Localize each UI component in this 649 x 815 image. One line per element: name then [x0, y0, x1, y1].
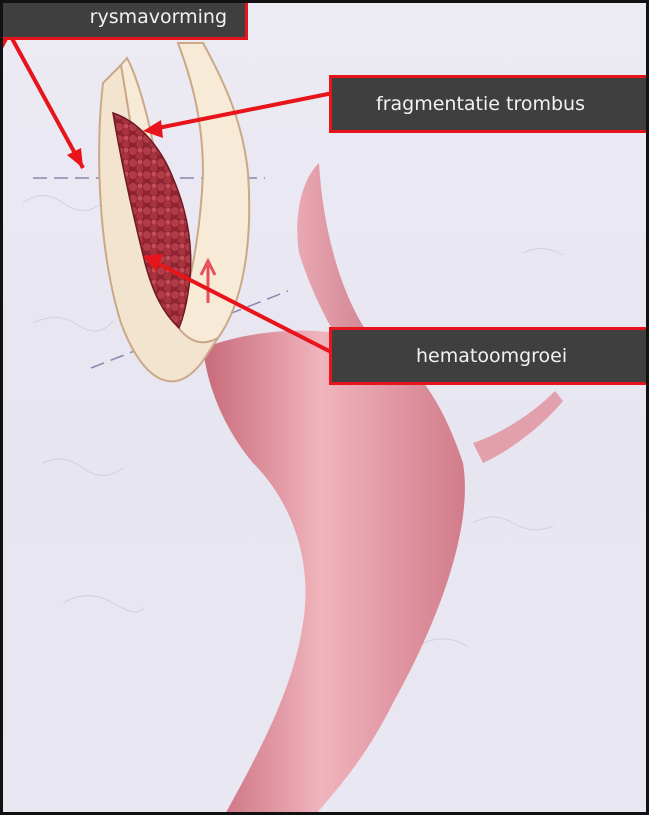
- label-hematoma-text: hematoomgroei: [416, 347, 567, 366]
- arrow-aneurysm-1: [9, 33, 83, 168]
- label-aneurysm: rysmavorming: [0, 0, 248, 40]
- label-fragmentation: fragmentatie trombus: [329, 75, 649, 133]
- label-fragmentation-text: fragmentatie trombus: [376, 95, 585, 114]
- label-hematoma: hematoomgroei: [329, 327, 649, 385]
- label-aneurysm-text: rysmavorming: [90, 8, 227, 27]
- main-vessel: [203, 331, 465, 815]
- small-branch: [473, 391, 563, 463]
- arrow-fragmentation: [153, 93, 333, 129]
- arrowhead-aneurysm: [67, 148, 83, 168]
